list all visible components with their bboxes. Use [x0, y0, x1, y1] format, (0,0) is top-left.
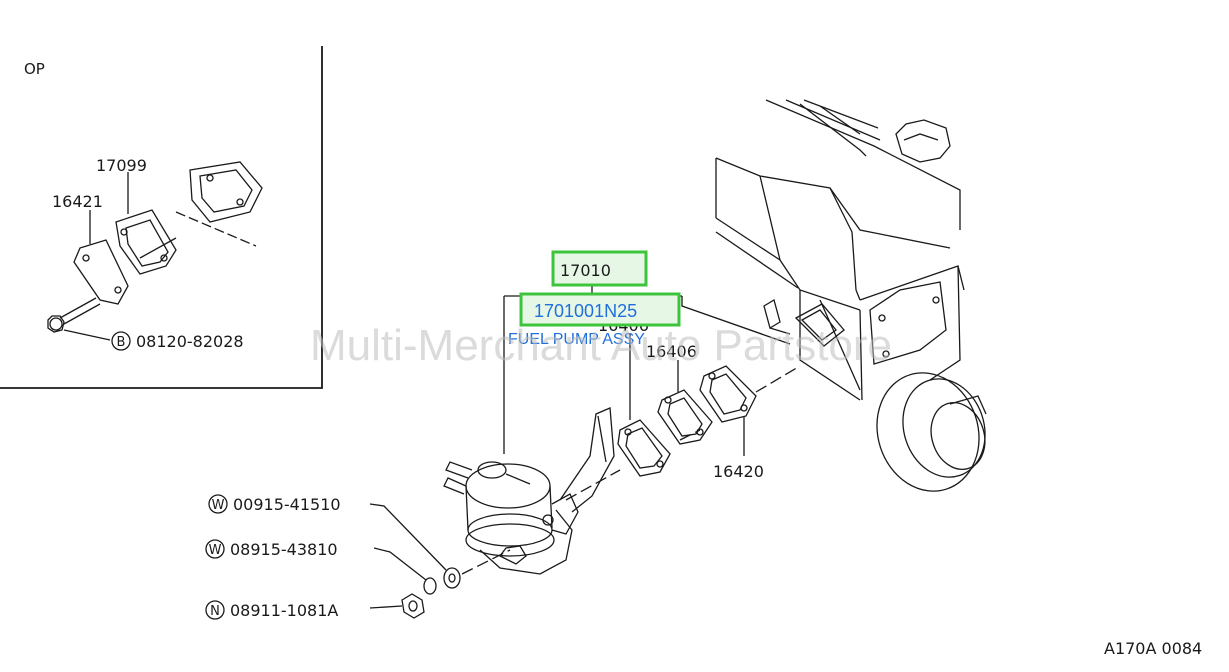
washer1-prefix: W [212, 498, 225, 513]
bolt-circle-icon [111, 331, 131, 351]
washer-1-drawing [443, 567, 461, 589]
label-08120-82028[interactable]: 08120-82028 [136, 332, 244, 351]
optional-parts-inset: OP [0, 46, 323, 389]
label-17010[interactable]: 17010 [560, 261, 611, 280]
inset-bolt-drawing [47, 297, 101, 333]
label-16406-b[interactable]: 16406 [646, 342, 697, 361]
washer-circle-icon [208, 494, 228, 514]
bolt-08120-callout[interactable]: B 08120-82028 [111, 331, 244, 351]
label-17099[interactable]: 17099 [96, 156, 147, 175]
label-00915-41510[interactable]: 00915-41510 [233, 495, 341, 514]
washer-circle-icon [205, 539, 225, 559]
highlight-part-name[interactable]: FUEL PUMP ASSY [508, 331, 645, 348]
gasket-16420-drawing [699, 365, 757, 423]
inset-spacer-drawing [189, 161, 263, 223]
highlight-part-number[interactable]: 1701001N25 [534, 301, 637, 321]
watermark: Multi-Merchant Auto Partstore [310, 321, 892, 370]
highlight-box-part-number [519, 292, 681, 327]
washer2-prefix: W [209, 543, 222, 558]
highlight-box-17010 [551, 250, 648, 287]
nut-drawing [401, 593, 425, 619]
washer-08915-callout[interactable]: W 08915-43810 [205, 539, 338, 559]
fuel-pump-drawing [443, 407, 615, 575]
nut-circle-icon [205, 600, 225, 620]
inset-border [0, 46, 323, 389]
inset-cover-drawing [73, 239, 129, 305]
inset-gasket-drawing [115, 209, 177, 275]
label-16421[interactable]: 16421 [52, 192, 103, 211]
engine-block-drawing [715, 99, 987, 492]
label-08915-43810[interactable]: 08915-43810 [230, 540, 338, 559]
inset-option-label: OP [24, 60, 45, 78]
washer-00915-callout[interactable]: W 00915-41510 [208, 494, 341, 514]
gasket-16406-b-drawing [657, 389, 713, 445]
nut-08911-callout[interactable]: N 08911-1081A [205, 600, 338, 620]
callout-1701001N25[interactable]: 1701001N25 [519, 292, 681, 327]
nut-prefix: N [210, 604, 220, 619]
diagram-code: A170A 0084 [1104, 639, 1202, 658]
bolt-prefix: B [117, 335, 126, 350]
label-08911-1081A[interactable]: 08911-1081A [230, 601, 338, 620]
callout-17010[interactable]: 17010 [551, 250, 648, 287]
gasket-16406-a-drawing [617, 419, 671, 477]
label-16420[interactable]: 16420 [713, 462, 764, 481]
washer-2-drawing [423, 577, 437, 595]
